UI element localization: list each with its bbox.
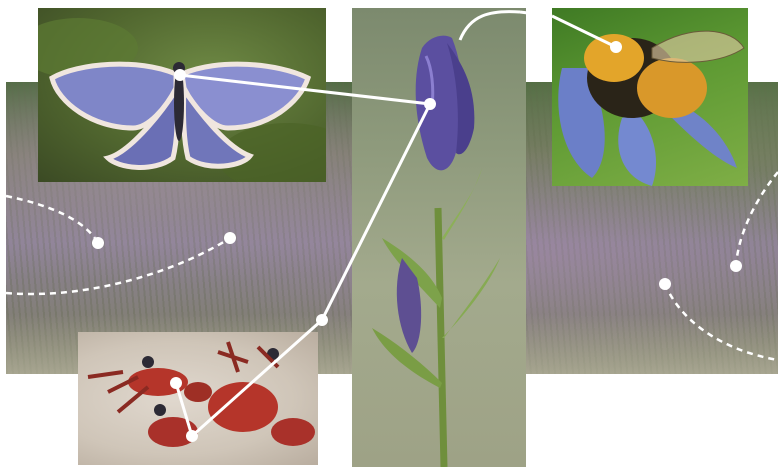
gentian-flower-photo bbox=[352, 8, 526, 467]
ant-illustration bbox=[78, 332, 318, 465]
bumblebee-illustration bbox=[552, 8, 748, 186]
butterfly-illustration bbox=[38, 8, 326, 182]
ant-photo bbox=[78, 332, 318, 465]
bumblebee-photo bbox=[552, 8, 748, 186]
gentian-illustration bbox=[352, 8, 526, 467]
butterfly-photo bbox=[38, 8, 326, 182]
